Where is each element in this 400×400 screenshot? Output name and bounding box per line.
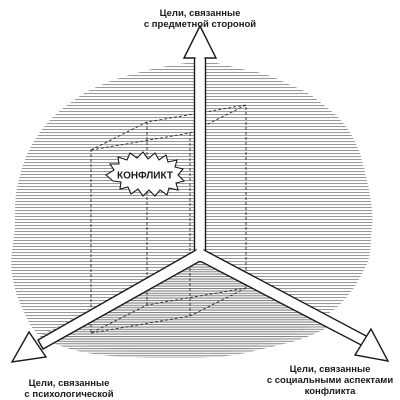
- dashed-box: [90, 104, 247, 334]
- axis-right-label: Цели, связанные с социальными аспектами …: [262, 364, 398, 397]
- conflict-label: КОНФЛИКТ: [117, 171, 173, 182]
- axis-right-label-line1: Цели, связанные: [289, 364, 371, 375]
- axis-left-label-line1: Цели, связанные: [28, 378, 110, 389]
- axis-left-label: Цели, связанные с психологической: [14, 378, 124, 400]
- axes-origin: [194, 249, 206, 261]
- axis-right-label-line2: с социальными аспектами: [266, 375, 394, 386]
- axis-top-label-line1: Цели, связанные: [159, 8, 241, 19]
- axis-top-label-line2: с предметной стороной: [143, 19, 257, 30]
- axis-left-label-line2: с психологической: [24, 389, 114, 400]
- conflict-burst: КОНФЛИКТ: [105, 151, 186, 197]
- axis-right-label-line3: конфликта: [304, 386, 356, 397]
- floor-shading: [40, 252, 330, 358]
- hatched-background: [11, 61, 373, 354]
- axis-top-label: Цели, связанные с предметной стороной: [120, 8, 280, 30]
